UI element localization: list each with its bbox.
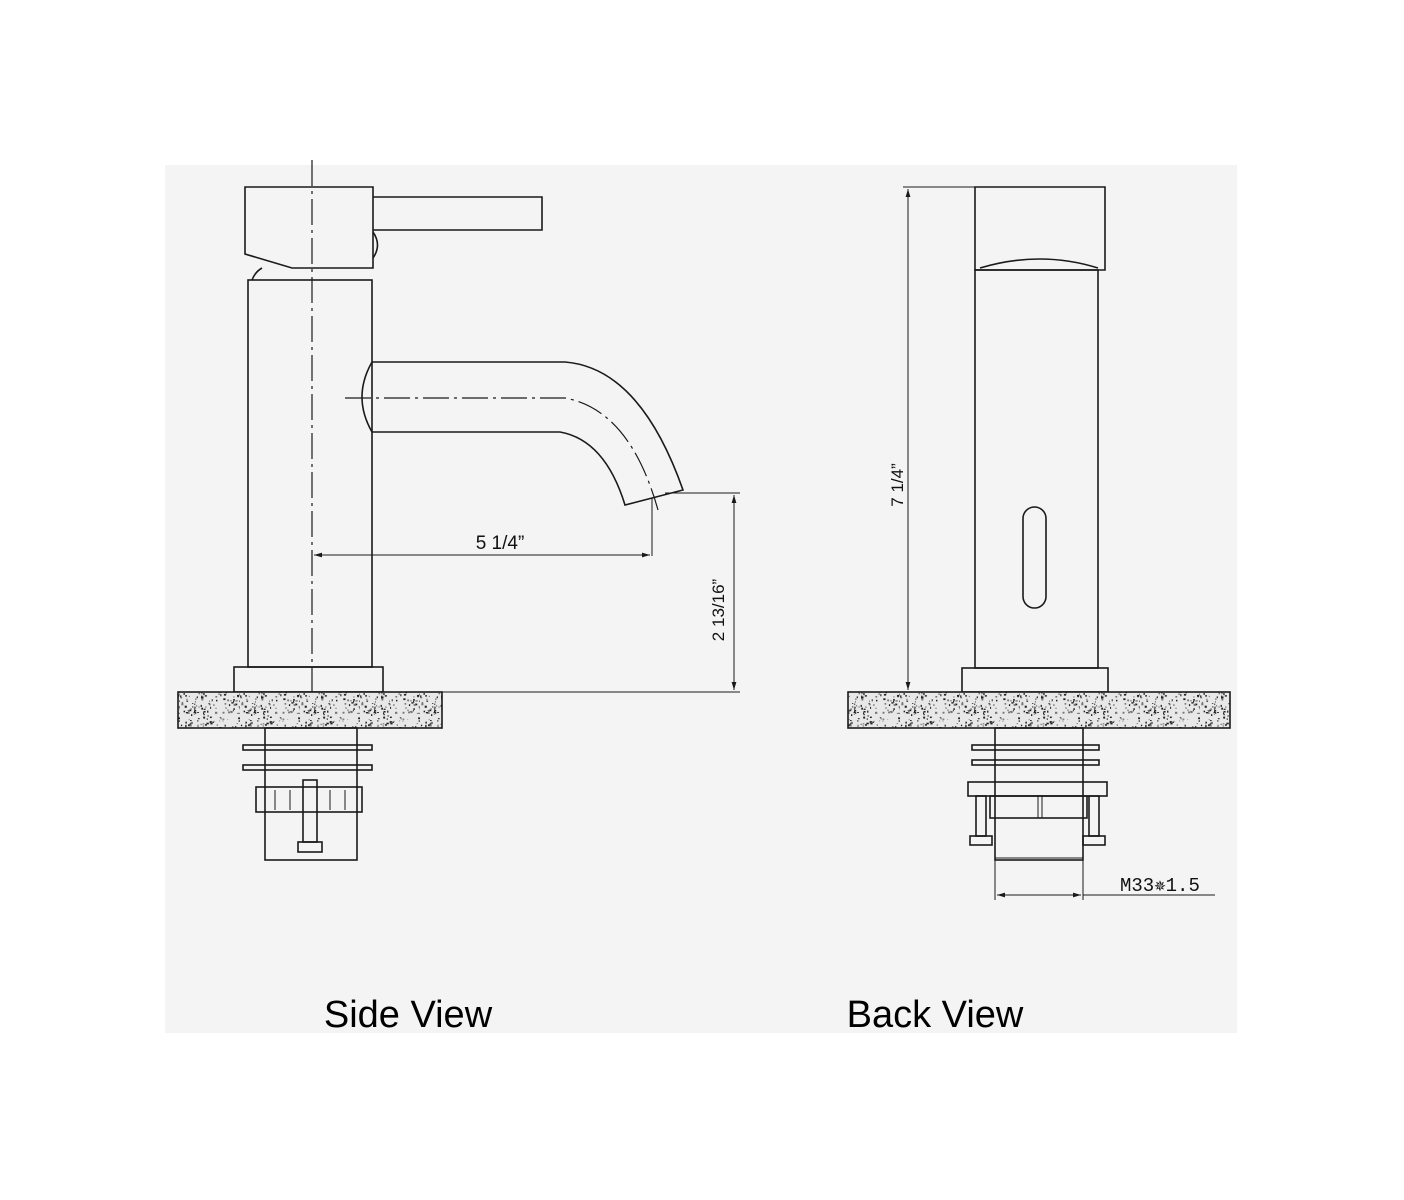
back-view-label: Back View	[847, 994, 1024, 1036]
bolt-head	[969, 835, 993, 846]
handle-knob	[372, 231, 379, 259]
handle-block	[974, 186, 1106, 271]
bolt-head	[297, 841, 323, 853]
thread-dimension: M33✵1.5	[1120, 875, 1200, 897]
washer	[242, 744, 373, 751]
lever-handle	[373, 196, 543, 231]
washer	[971, 759, 1100, 766]
spout	[372, 361, 685, 506]
bolt-head	[1082, 835, 1106, 846]
drawing-panel	[165, 165, 1237, 1033]
reach-dimension: 5 1/4”	[476, 533, 525, 554]
clearance-dimension: 2 13/16”	[709, 578, 728, 641]
side-view: 5 1/4” 2 13/16”	[177, 160, 740, 861]
shank	[994, 727, 1084, 861]
washer	[242, 764, 373, 771]
side-view-label: Side View	[324, 994, 493, 1036]
handle-collar	[251, 267, 263, 281]
handle-block	[244, 186, 374, 269]
nut-ribs	[274, 790, 346, 810]
countertop	[847, 691, 1231, 729]
spout-centerline	[345, 397, 659, 511]
shank	[264, 727, 358, 861]
spout-end	[361, 361, 373, 433]
countertop	[177, 691, 443, 729]
washer	[971, 744, 1100, 751]
sensor-window	[1022, 506, 1047, 609]
back-view: 7 1/4” M33✵1.5	[847, 186, 1231, 900]
handle-arc	[979, 258, 1099, 269]
mounting-nut	[255, 786, 363, 813]
height-dimension: 7 1/4”	[888, 463, 907, 507]
